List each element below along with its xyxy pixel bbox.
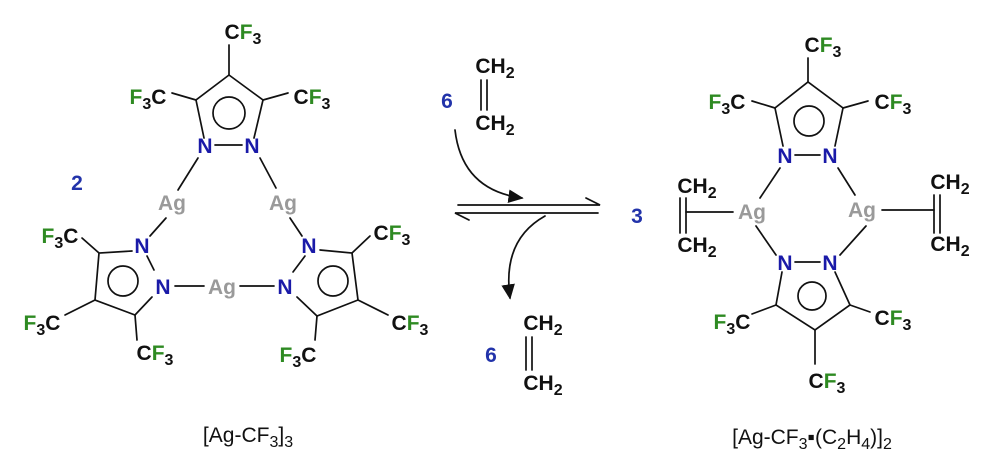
nitrogen-atom: N: [277, 276, 292, 299]
cf3-group: CF3: [805, 34, 842, 61]
product-dimer: 3 CF3 F3C CF3 N N Ag Ag N N F3C CF3 CF3 …: [631, 34, 970, 453]
cf3-group: CF3: [137, 342, 174, 369]
reverse-arrow: [454, 212, 599, 221]
nitrogen-atom: N: [301, 235, 316, 258]
nitrogen-atom: N: [822, 145, 837, 168]
forward-arrow: [457, 197, 601, 206]
nitrogen-atom: N: [244, 135, 259, 158]
ethylene-carbon: CH2: [677, 175, 716, 202]
ethylene-added-count: 6: [441, 90, 453, 113]
curved-arrow-out: [501, 215, 546, 300]
ethylene-carbon: CH2: [523, 312, 562, 339]
cf3-group: F3C: [130, 86, 167, 113]
ethylene-carbon: CH2: [930, 171, 969, 198]
ethylene-released-count: 6: [485, 344, 497, 367]
ethylene-carbon: CH2: [930, 233, 969, 260]
silver-atom: Ag: [738, 201, 766, 224]
nitrogen-atom: N: [134, 235, 149, 258]
cf3-group: CF3: [294, 86, 331, 113]
reactant-caption: [Ag-CF3]3: [203, 424, 293, 451]
nitrogen-atom: N: [777, 252, 792, 275]
cf3-group: F3C: [709, 91, 746, 118]
cf3-group: F3C: [714, 311, 751, 338]
silver-atom: Ag: [848, 199, 876, 222]
cf3-group: CF3: [875, 91, 912, 118]
cf3-group: F3C: [24, 312, 61, 339]
ethylene-carbon: CH2: [475, 55, 514, 82]
silver-atom: Ag: [158, 192, 186, 215]
cf3-group: CF3: [875, 307, 912, 334]
cf3-group: CF3: [809, 370, 846, 397]
compound-number: 3: [631, 205, 643, 228]
reactant-trimer: 2 CF3 F3C CF3 N N Ag Ag Ag N N F3C F3C C…: [24, 21, 429, 451]
nitrogen-atom: N: [822, 252, 837, 275]
curved-arrow-in: [454, 129, 524, 203]
reaction-arrows: 6 CH2 CH2 6 CH2 CH2: [441, 55, 601, 399]
bonds: [64, 44, 389, 341]
nitrogen-atom: N: [155, 276, 170, 299]
compound-number: 2: [71, 172, 83, 195]
ethylene-carbon: CH2: [475, 112, 514, 139]
cf3-group: CF3: [225, 21, 262, 48]
bonds: [679, 57, 941, 365]
cf3-group: CF3: [374, 222, 411, 249]
ethylene-carbon: CH2: [677, 234, 716, 261]
nitrogen-atom: N: [197, 135, 212, 158]
cf3-group: F3C: [42, 225, 79, 252]
cf3-group: CF3: [392, 312, 429, 339]
silver-atom: Ag: [208, 276, 236, 299]
silver-atom: Ag: [269, 192, 297, 215]
product-caption: [Ag-CF3▪(C2H4)]2: [732, 426, 892, 453]
nitrogen-atom: N: [777, 145, 792, 168]
cf3-group: F3C: [280, 344, 317, 371]
ethylene-carbon: CH2: [523, 372, 562, 399]
